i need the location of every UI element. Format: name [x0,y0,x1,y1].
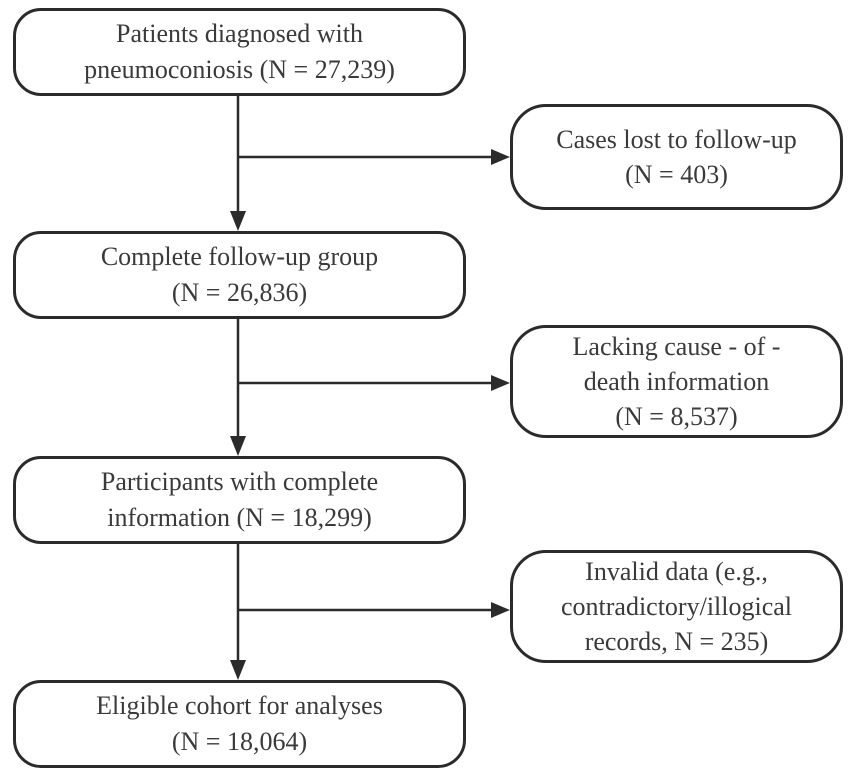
node-text-line: death information [583,367,770,396]
node-invalid-data: Invalid data (e.g., contradictory/illogi… [510,550,843,663]
node-cases-lost-followup: Cases lost to follow-up (N = 403) [510,104,843,210]
node-text-line: Invalid data (e.g., [585,557,768,586]
node-text-line: Lacking cause - of - [572,332,781,361]
node-text-line: Complete follow-up group [100,242,379,271]
node-participants-complete-info: Participants with complete information (… [13,456,466,544]
node-text-line: (N = 8,537) [615,402,738,431]
node-text-line: pneumoconiosis (N = 27,239) [84,55,395,84]
node-text-line: (N = 403) [625,160,728,189]
node-lacking-cause-of-death: Lacking cause - of - death information (… [510,325,843,438]
node-patients-diagnosed: Patients diagnosed with pneumoconiosis (… [13,8,466,96]
arrowhead-right-icon [491,602,510,618]
node-text-line: information (N = 18,299) [107,503,372,532]
arrowhead-down-icon [230,436,246,456]
arrowhead-down-icon [230,211,246,231]
arrowhead-right-icon [491,375,510,391]
node-text-line: contradictory/illogical [560,592,793,621]
node-text-line: (N = 18,064) [171,727,308,756]
node-eligible-cohort: Eligible cohort for analyses (N = 18,064… [13,680,466,768]
node-text-line: Eligible cohort for analyses [96,691,383,720]
arrowhead-right-icon [491,149,510,165]
node-text-line: Patients diagnosed with [116,19,363,48]
node-text-line: (N = 26,836) [171,278,308,307]
node-text-line: Cases lost to follow-up [556,125,797,154]
node-complete-followup-group: Complete follow-up group (N = 26,836) [13,231,466,319]
node-text-line: Participants with complete [100,467,379,496]
arrowhead-down-icon [230,660,246,680]
node-text-line: records, N = 235) [584,627,769,656]
